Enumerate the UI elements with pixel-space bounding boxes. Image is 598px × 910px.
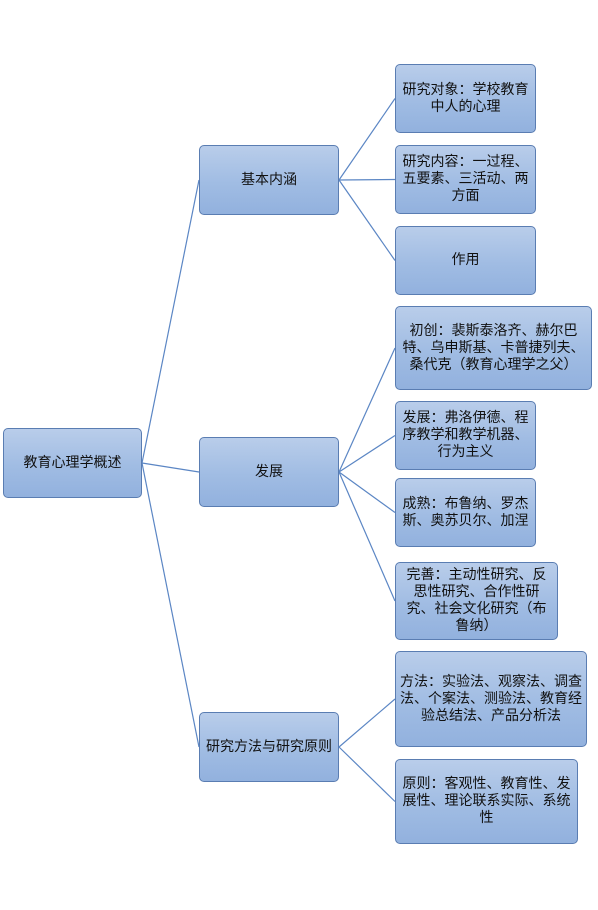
edge-branch-development-to-leaf-dev-origin: [338, 347, 396, 473]
edge-branch-methods-to-leaf-methods-list: [338, 698, 396, 748]
edge-branch-development-to-leaf-dev-perfect: [338, 471, 396, 602]
leaf-dev-origin: 初创：裴斯泰洛齐、赫尔巴特、乌申斯基、卡普捷列夫、桑代克（教育心理学之父）: [395, 306, 592, 390]
edge-branch-methods-to-leaf-methods-principle: [338, 746, 396, 802]
edge-root-node-to-branch-development: [141, 462, 200, 473]
leaf-dev-perfect: 完善：主动性研究、反思性研究、合作性研究、社会文化研究（布鲁纳）: [395, 562, 558, 640]
leaf-methods-principle: 原则：客观性、教育性、发展性、理论联系实际、系统性: [395, 759, 578, 844]
leaf-basic-role: 作用: [395, 226, 536, 295]
edge-root-node-to-branch-methods: [141, 462, 200, 748]
leaf-methods-list: 方法：实验法、观察法、调查法、个案法、测验法、教育经验总结法、产品分析法: [395, 651, 587, 747]
leaf-basic-content: 研究内容：一过程、五要素、三活动、两方面: [395, 145, 536, 214]
edge-branch-basic-to-leaf-basic-content: [338, 178, 396, 181]
leaf-dev-growth: 发展：弗洛伊德、程序教学和教学机器、行为主义: [395, 401, 536, 470]
root-node: 教育心理学概述: [3, 428, 142, 498]
branch-methods: 研究方法与研究原则: [199, 712, 339, 782]
edge-branch-basic-to-leaf-basic-role: [338, 179, 396, 261]
edge-branch-basic-to-leaf-basic-object: [338, 98, 396, 181]
edge-branch-development-to-leaf-dev-growth: [338, 434, 396, 473]
branch-development: 发展: [199, 437, 339, 507]
leaf-dev-mature: 成熟：布鲁纳、罗杰斯、奥苏贝尔、加涅: [395, 478, 536, 547]
edge-root-node-to-branch-basic: [141, 179, 200, 464]
branch-basic: 基本内涵: [199, 145, 339, 215]
edge-branch-development-to-leaf-dev-mature: [338, 471, 396, 513]
leaf-basic-object: 研究对象：学校教育中人的心理: [395, 64, 536, 133]
